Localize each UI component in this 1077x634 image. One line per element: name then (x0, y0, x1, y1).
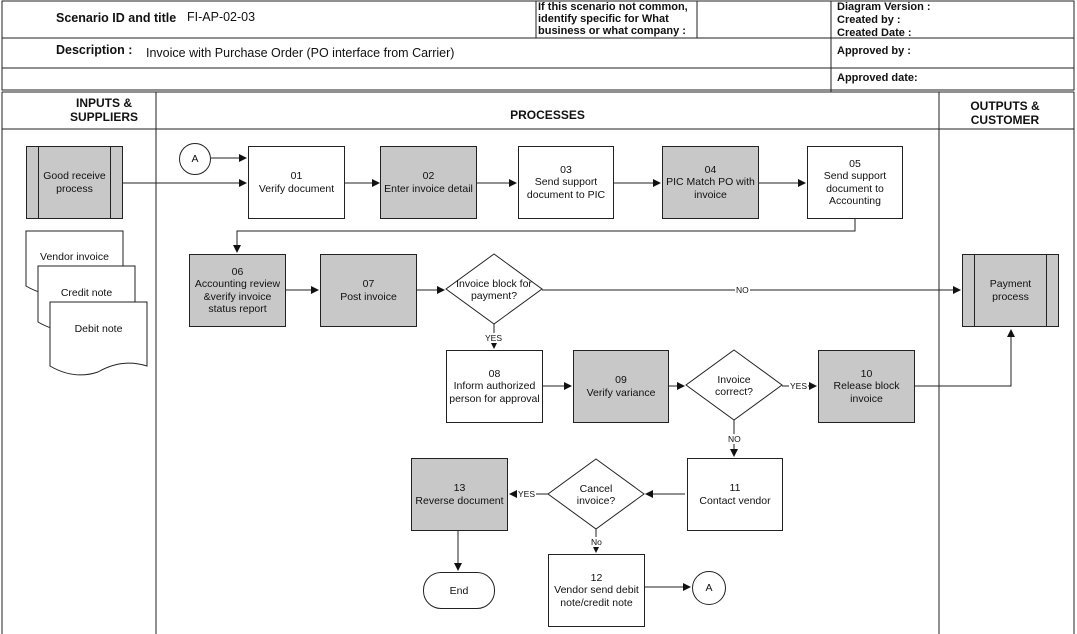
good-receive-process: Good receive process (26, 146, 123, 219)
decision-block-text: Invoice block for payment? (456, 277, 532, 303)
diagram-version: Diagram Version : (837, 1, 931, 13)
approved-date: Approved date: (837, 72, 918, 84)
connector-a-end: A (692, 571, 726, 605)
label-yes-cancel: YES (517, 489, 537, 499)
decision-correct-text: Invoice correct? (715, 373, 753, 399)
debit-note-doc: Debit note (74, 323, 123, 335)
created-date: Created Date : (837, 27, 912, 39)
lane-processes: PROCESSES (510, 108, 585, 122)
debit-note-doc-shape (49, 301, 148, 376)
lane-outputs: OUTPUTS & CUSTOMER (970, 99, 1040, 127)
label-yes-correct: YES (789, 381, 809, 391)
label-no-cancel: No (590, 537, 603, 547)
decision-cancel-text: Cancel invoice? (576, 482, 616, 508)
scenario-label: Scenario ID and title (56, 11, 177, 25)
label-yes-block: YES (484, 333, 504, 343)
label-no-block: NO (735, 285, 750, 295)
approved-by: Approved by : (837, 45, 911, 57)
lane-inputs: INPUTS & SUPPLIERS (69, 96, 138, 124)
credit-note-doc: Credit note (60, 287, 113, 299)
payment-process: Payment process (962, 254, 1059, 327)
end-terminator: End (423, 572, 495, 609)
created-by: Created by : (837, 14, 901, 26)
vendor-invoice-doc: Vendor invoice (40, 251, 109, 263)
common-note: If this scenario not common, identify sp… (538, 1, 688, 37)
description-label: Description : (56, 43, 133, 57)
connector-a-start: A (179, 143, 211, 175)
description-value: Invoice with Purchase Order (PO interfac… (146, 46, 455, 60)
scenario-value: FI-AP-02-03 (187, 10, 256, 24)
label-no-correct: NO (727, 434, 742, 444)
